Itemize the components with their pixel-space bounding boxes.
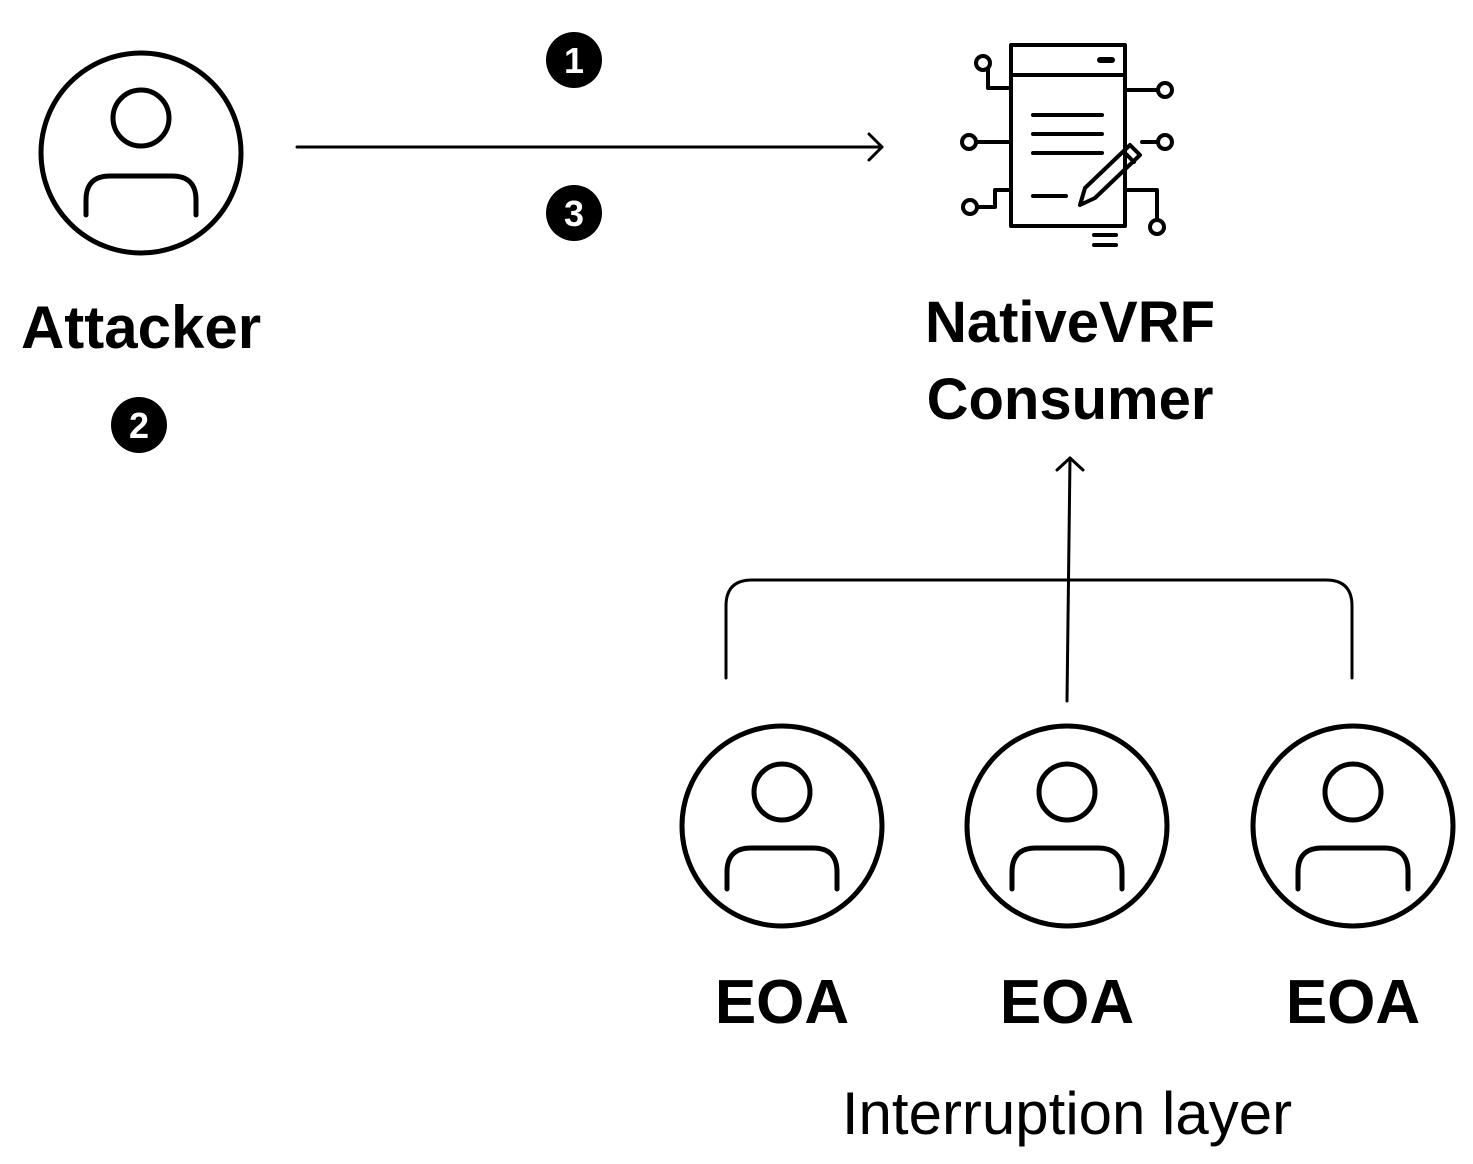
attacker-user-icon: [38, 50, 244, 256]
eoa-3-user-icon: [1250, 723, 1456, 929]
step-3-number: 3: [564, 193, 584, 234]
consumer-label-line-2: Consumer: [927, 367, 1214, 432]
smart-contract-document-icon: [960, 43, 1174, 247]
consumer-label-line-1: NativeVRF: [925, 290, 1215, 355]
eoa-1-user-icon: [679, 723, 885, 929]
step-1-number: 1: [564, 40, 584, 81]
interruption-layer-label: Interruption layer: [842, 1080, 1292, 1147]
step-2-badge: 2: [111, 397, 167, 453]
step-1-badge: 1: [546, 32, 602, 88]
step-3-badge: 3: [546, 185, 602, 241]
eoa-2-label: EOA: [1000, 968, 1134, 1037]
eoa-group-bracket: [724, 578, 1354, 680]
eoa-1-label: EOA: [715, 968, 849, 1037]
eoa-3-label: EOA: [1286, 968, 1420, 1037]
attacker-label: Attacker: [21, 294, 261, 361]
attacker-to-consumer-arrow: [295, 132, 884, 162]
eoa-2-user-icon: [964, 723, 1170, 929]
step-2-number: 2: [129, 405, 149, 446]
